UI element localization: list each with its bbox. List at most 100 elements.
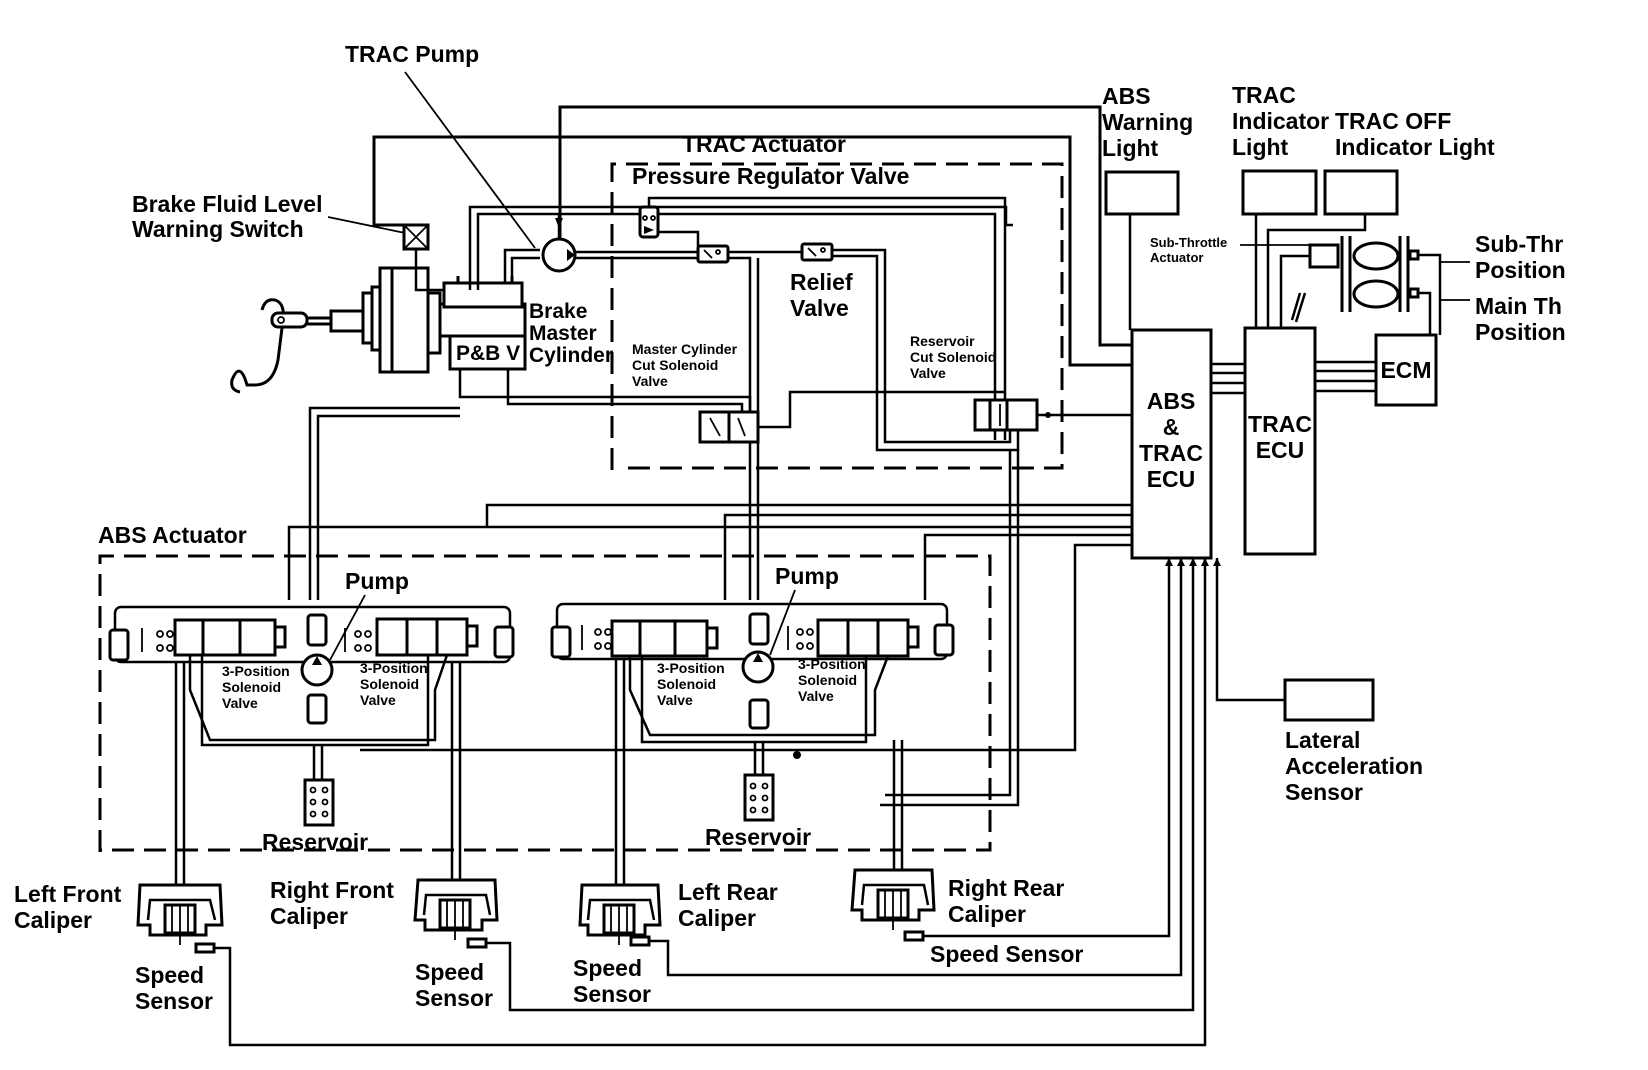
pump-label-front: Pump <box>345 568 409 594</box>
trac-off-indicator-light <box>1323 169 1399 216</box>
relief-valve-label-2: Valve <box>790 295 849 321</box>
trac-pump-label-group: TRAC Pump <box>345 41 536 249</box>
brake-fluid-switch-label-2: Warning Switch <box>132 216 304 242</box>
pump-check-valve-top <box>306 613 328 647</box>
rf-caliper-label-2: Caliper <box>270 903 348 929</box>
reservoir-label-rear: Reservoir <box>705 824 811 850</box>
ecu-bus-lines <box>1211 360 1376 395</box>
reservoir-cut-label-1: Reservoir <box>910 333 975 349</box>
lf-speed-label-2: Sensor <box>135 988 213 1014</box>
lf-speed-label-1: Speed <box>135 962 204 988</box>
right-front-caliper <box>413 878 499 949</box>
speed-sensor-lf <box>194 942 216 954</box>
abs-trac-ecu-label-1: ABS <box>1147 388 1196 414</box>
lateral-sensor-label-2: Acceleration <box>1285 753 1423 779</box>
valve-label-r1-1: 3-Position <box>657 660 725 676</box>
lr-caliper-label-2: Caliper <box>678 905 756 931</box>
pressure-regulator-valve <box>638 205 660 239</box>
trac-actuator-boundary <box>610 162 1064 470</box>
throttle-body <box>1290 236 1420 323</box>
master-cylinder-label-3: Cylinder <box>529 344 613 367</box>
pressure-regulator-label: Pressure Regulator Valve <box>632 163 909 189</box>
pipes-main <box>287 406 1132 807</box>
relief-valve <box>800 242 834 262</box>
abs-warning-light-label-3: Light <box>1102 135 1159 161</box>
trac-ecu: TRAC ECU <box>1243 326 1317 556</box>
abs-actuator-label: ABS Actuator <box>98 522 247 548</box>
lateral-sensor-label-3: Sensor <box>1285 779 1363 805</box>
abs-trac-ecu-label-4: ECU <box>1147 466 1196 492</box>
reservoir-cut-label-3: Valve <box>910 365 946 381</box>
master-cylinder-label-1: Brake <box>529 300 587 323</box>
lf-caliper-label-2: Caliper <box>14 907 92 933</box>
abs-actuator-boundary <box>98 554 992 852</box>
lr-speed-label-2: Sensor <box>573 981 651 1007</box>
pbv-box <box>448 334 527 371</box>
trac-actuator-label: TRAC Actuator <box>682 131 846 157</box>
trac-indicator-label-3: Light <box>1232 134 1289 160</box>
master-cylinder-cut-solenoid-valve <box>698 410 760 444</box>
ecm: ECM <box>1374 333 1438 407</box>
speed-sensor-rr <box>903 930 925 942</box>
right-rear-caliper <box>850 868 936 942</box>
trac-indicator-label-2: Indicator <box>1232 108 1329 134</box>
rf-speed-label-1: Speed <box>415 959 484 985</box>
reservoir-front <box>303 745 335 827</box>
sub-throttle-position-label-2: Position <box>1475 257 1566 283</box>
speed-sensor-lr <box>629 935 651 947</box>
brake-fluid-switch-label-1: Brake Fluid Level <box>132 191 322 217</box>
trac-ecu-label-1: TRAC <box>1248 411 1312 437</box>
abs-trac-ecu-label-3: TRAC <box>1139 440 1203 466</box>
brake-booster <box>361 266 442 374</box>
main-throttle-position-label-2: Position <box>1475 319 1566 345</box>
valve-label-f2-3: Valve <box>360 692 396 708</box>
brake-pedal <box>230 298 365 394</box>
trac-pump <box>541 218 577 273</box>
left-front-caliper <box>136 883 224 954</box>
lr-caliper-label-1: Left Rear <box>678 879 778 905</box>
speed-sensor-rf <box>466 937 488 949</box>
abs-trac-ecu-label-2: & <box>1163 414 1180 440</box>
abs-trac-ecu: ABS & TRAC ECU <box>1130 328 1213 560</box>
reservoir-rear <box>743 742 801 822</box>
wire-fluid-switch-ecu <box>372 135 1132 367</box>
master-cut-label-2: Cut Solenoid <box>632 357 718 373</box>
trac-off-label-1: TRAC OFF <box>1335 108 1451 134</box>
relief-valve-label-1: Relief <box>790 269 853 295</box>
valve-label-f1-1: 3-Position <box>222 663 290 679</box>
wire-top-loop <box>558 105 1132 347</box>
reservoir-cut-solenoid-valve <box>973 398 1039 432</box>
ecu-input-arrows <box>1165 558 1221 566</box>
lf-caliper-label-1: Left Front <box>14 881 122 907</box>
reservoir-cut-label-2: Cut Solenoid <box>910 349 996 365</box>
brake-fluid-switch-label-group: Brake Fluid Level Warning Switch <box>132 191 406 242</box>
lateral-acceleration-sensor <box>1283 678 1375 722</box>
master-cylinder-label-2: Master <box>529 322 597 345</box>
caliper-pipes <box>174 659 904 885</box>
abs-warning-light-label-1: ABS <box>1102 83 1151 109</box>
abs-warning-light <box>1104 170 1180 216</box>
trac-off-label-2: Indicator Light <box>1335 134 1495 160</box>
lateral-sensor-label-1: Lateral <box>1285 727 1360 753</box>
master-cut-label-3: Valve <box>632 373 668 389</box>
valve-label-f2-2: Solenoid <box>360 676 419 692</box>
reservoir-label-front: Reservoir <box>262 829 368 855</box>
main-throttle-position-label-1: Main Th <box>1475 293 1562 319</box>
sub-throttle-actuator-label-1: Sub-Throttle <box>1150 235 1227 250</box>
trac-ecu-label-2: ECU <box>1256 437 1305 463</box>
pump-label-rear: Pump <box>775 563 839 589</box>
rr-caliper-label-1: Right Rear <box>948 875 1064 901</box>
valve-label-r2-1: 3-Position <box>798 656 866 672</box>
ecm-label: ECM <box>1380 357 1431 383</box>
valve-label-r2-2: Solenoid <box>798 672 857 688</box>
brake-master-cylinder: P&B V Brake Master Cylinder <box>438 276 613 371</box>
abs-unit-rear <box>550 602 955 744</box>
valve-label-r1-2: Solenoid <box>657 676 716 692</box>
trac-pump-label: TRAC Pump <box>345 41 479 67</box>
rr-speed-label: Speed Sensor <box>930 941 1083 967</box>
abs-unit-front <box>108 605 515 747</box>
rf-caliper-label-1: Right Front <box>270 877 394 903</box>
trac-indicator-light <box>1241 169 1318 216</box>
rr-caliper-label-2: Caliper <box>948 901 1026 927</box>
